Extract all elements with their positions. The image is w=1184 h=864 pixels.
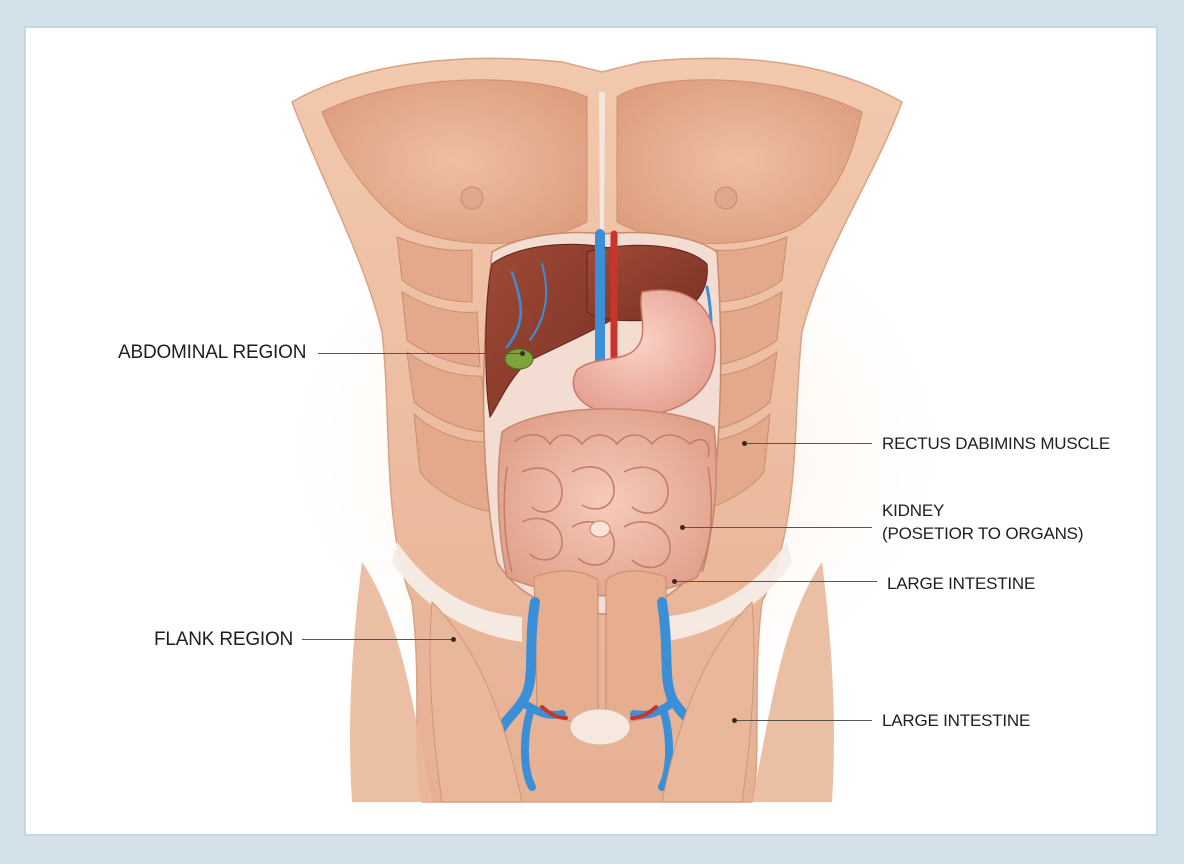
pointer-kidney [680, 525, 685, 530]
leader-large-intestine-2 [734, 720, 872, 721]
leader-flank-region [302, 639, 452, 640]
lower-rectus-muscle [533, 570, 668, 746]
label-flank-region: FLANK REGION [154, 629, 294, 650]
label-large-intestine-1: LARGE INTESTINE [887, 574, 1036, 593]
label-large-intestine-2: LARGE INTESTINE [882, 711, 1031, 730]
inguinal-ligaments [392, 542, 792, 642]
leader-rectus-muscle [744, 443, 872, 444]
iliac-vessels [493, 597, 705, 791]
pointer-large-intestine-2 [732, 718, 737, 723]
pointer-large-intestine-1 [672, 579, 677, 584]
label-abdominal-region: ABDOMINAL REGION [118, 342, 307, 363]
leader-abdominal-region [318, 353, 523, 354]
pointer-abdominal-region [520, 351, 525, 356]
pointer-flank-region [451, 637, 456, 642]
leader-large-intestine-1 [674, 581, 877, 582]
thigh-muscles [429, 600, 755, 803]
label-kidney: KIDNEY [882, 501, 945, 520]
leader-kidney [682, 527, 872, 528]
label-rectus-muscle: RECTUS DABIMINS MUSCLE [882, 434, 1110, 453]
pointer-rectus-muscle [742, 441, 747, 446]
gallbladder [504, 348, 534, 370]
pectoral-muscles [321, 79, 863, 244]
intestines [497, 408, 717, 597]
torso-anatomy-illustration [291, 57, 903, 803]
diagram-frame: ABDOMINAL REGION RECTUS DABIMINS MUSCLE … [24, 26, 1158, 836]
label-kidney-sub: (POSETIOR TO ORGANS) [882, 524, 1084, 543]
